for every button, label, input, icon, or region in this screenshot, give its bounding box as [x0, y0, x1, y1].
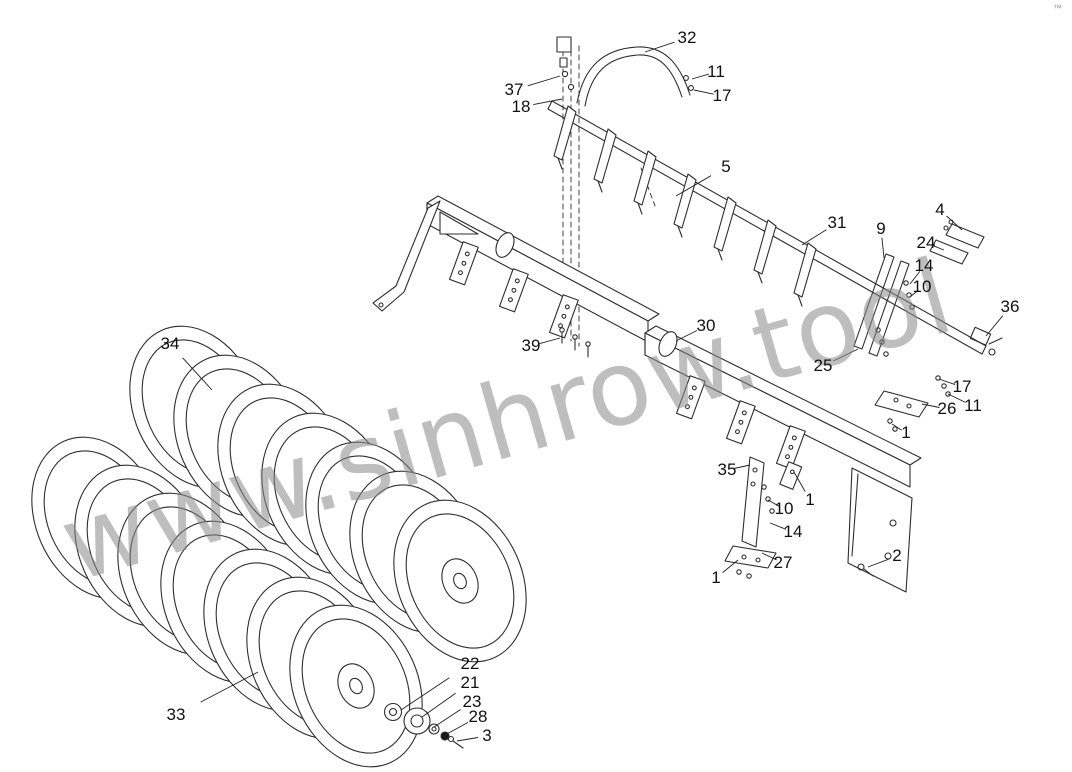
part-callout-30-13: 30	[696, 316, 716, 335]
part-callout-10-11: 10	[912, 277, 932, 296]
part-callout-35-21: 35	[717, 460, 737, 479]
right-end-plate	[847, 467, 913, 593]
part-callout-17-2: 17	[712, 86, 732, 105]
part-callout-22-29: 22	[460, 654, 480, 673]
part-callout-26-19: 26	[937, 399, 957, 418]
part-callout-17-17: 17	[952, 377, 972, 396]
carrier-handle	[576, 46, 691, 107]
part-callout-4-8: 4	[935, 200, 945, 219]
part-callout-27-25: 27	[773, 553, 793, 572]
part-callout-18-4: 18	[511, 97, 531, 116]
part-callout-1-22: 1	[805, 490, 815, 509]
part-callout-23-31: 23	[462, 692, 482, 711]
part-callout-2-27: 2	[892, 546, 902, 565]
part-callout-39-14: 39	[521, 336, 541, 355]
part-callout-9-7: 9	[876, 219, 886, 238]
shank-plates-front	[448, 241, 579, 339]
beam-clamps	[495, 232, 803, 490]
roller-gang-front	[31, 436, 423, 768]
rear-beam	[644, 325, 922, 488]
part-callout-11-18: 11	[964, 396, 982, 415]
bolt-set-39	[559, 327, 591, 358]
beam-gusset	[439, 211, 479, 235]
part-callout-14-10: 14	[914, 256, 934, 275]
part-callout-11-1: 11	[707, 62, 725, 81]
part-callout-34-15: 34	[160, 334, 180, 353]
part-callout-5-5: 5	[721, 157, 731, 176]
trademark-corner-mark: ™	[1053, 3, 1062, 13]
flat-plate-26	[874, 390, 929, 432]
part-callout-24-9: 24	[916, 233, 936, 252]
left-end-arm	[372, 200, 441, 312]
part-callout-3-33: 3	[482, 726, 492, 745]
part-callout-21-30: 21	[460, 673, 480, 692]
part-callout-36-12: 36	[1000, 297, 1020, 316]
part-callout-33-28: 33	[166, 705, 186, 724]
end-bracket-36	[969, 326, 1003, 356]
roller-gang-rear	[129, 325, 527, 663]
screw-2	[857, 563, 874, 577]
shank-plates-rear	[675, 375, 806, 470]
part-callout-37-3: 37	[504, 80, 524, 99]
part-callout-1-20: 1	[901, 423, 911, 442]
part-callout-10-23: 10	[774, 499, 794, 518]
part-callout-31-6: 31	[827, 213, 847, 232]
leveling-tines	[553, 105, 817, 307]
part-callout-25-16: 25	[813, 356, 833, 375]
part-callout-1-26: 1	[711, 568, 721, 587]
top-bolt-hardware	[556, 36, 694, 91]
part-callout-32-0: 32	[677, 28, 697, 47]
part-callout-28-32: 28	[468, 707, 488, 726]
angle-strips	[929, 219, 985, 265]
diagonal-braces	[853, 253, 910, 357]
part-callout-14-24: 14	[783, 522, 803, 541]
